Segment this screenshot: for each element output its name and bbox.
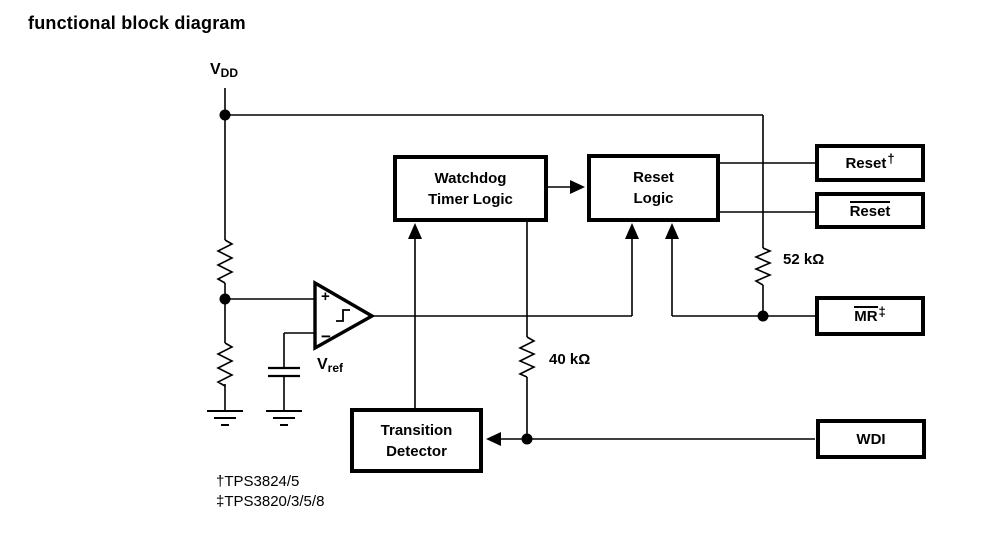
reset-logic-label-line2: Logic <box>633 190 674 207</box>
vdd-label-sub: DD <box>220 66 239 80</box>
pullup-resistor-52k <box>753 247 773 286</box>
arrow-into-resetlogic-left <box>625 223 639 239</box>
vref-label: Vref <box>317 356 344 375</box>
ground-icon-vref <box>266 410 302 426</box>
watchdog-label-line2: Timer Logic <box>428 190 513 208</box>
wire-segments <box>224 88 815 440</box>
wdi-resistor-40k <box>518 336 536 378</box>
pin-reset-high-label: Reset <box>845 154 887 172</box>
arrowheads <box>408 180 679 446</box>
pin-wdi: WDI <box>816 419 926 459</box>
vref-label-sub: ref <box>327 361 344 375</box>
vdd-label: VDD <box>210 61 239 80</box>
comparator-plus-mark: + <box>321 288 330 305</box>
watchdog-timer-logic-block: Watchdog Timer Logic <box>393 155 548 222</box>
transition-label-line1: Transition <box>380 421 453 439</box>
reset-logic-label-line1: Reset <box>633 169 674 186</box>
arrow-into-resetlogic-right <box>665 223 679 239</box>
vdd-label-main: V <box>210 61 221 78</box>
pin-mr: MR‡ <box>815 296 925 336</box>
hysteresis-icon <box>336 309 350 322</box>
arrow-into-watchdog <box>408 223 422 239</box>
pin-reset-low-label: Reset <box>849 200 891 220</box>
transition-detector-block: Transition Detector <box>350 408 483 473</box>
arrow-watchdog-to-reset <box>570 180 585 194</box>
divider-resistor-top <box>216 239 234 284</box>
transition-label-line2: Detector <box>386 442 447 460</box>
pin-wdi-label: WDI <box>856 430 886 448</box>
junction-dots <box>219 109 769 445</box>
reset-logic-block: Reset Logic <box>587 154 720 222</box>
pullup-resistor-label: 52 kΩ <box>783 251 825 268</box>
page-title: functional block diagram <box>28 13 246 33</box>
arrow-into-transition <box>486 432 501 446</box>
pin-reset-active-high: Reset† <box>815 144 925 182</box>
divider-resistor-bottom <box>216 342 234 387</box>
vref-capacitor-icon <box>268 366 300 378</box>
footnote-dagger: †TPS3824/5 <box>216 473 300 490</box>
pin-mr-note: ‡ <box>878 303 886 319</box>
pin-reset-active-low: Reset <box>815 192 925 229</box>
ground-icon-divider <box>207 410 243 426</box>
pin-mr-label: MR <box>854 306 878 326</box>
footnote-double-dagger: ‡TPS3820/3/5/8 <box>216 493 325 510</box>
vref-label-main: V <box>317 356 328 373</box>
watchdog-label-line1: Watchdog <box>434 169 507 187</box>
wdi-resistor-label: 40 kΩ <box>549 351 591 368</box>
pin-reset-high-note: † <box>887 150 895 166</box>
comparator-minus-mark: − <box>321 327 331 346</box>
